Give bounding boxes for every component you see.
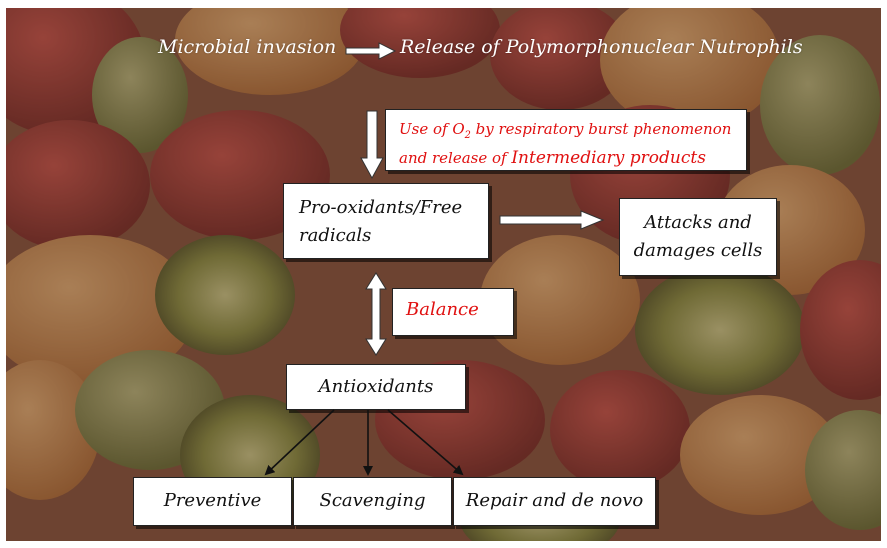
intermediary-products-text: Intermediary products — [511, 148, 706, 168]
repair-label: Repair and de novo — [465, 490, 644, 511]
oxygen-use-line-2: and release of Intermediary products — [399, 147, 746, 169]
prooxidants-box: Pro-oxidants/Free radicals — [283, 183, 489, 259]
branch-arrow-preventive — [264, 409, 335, 476]
oxygen-use-text: Use of O — [399, 120, 465, 138]
prooxidants-line-1: Pro-oxidants/Free — [299, 197, 463, 218]
preventive-label: Preventive — [163, 490, 262, 511]
heading-release-pmn: Release of Polymorphonuclear Nutrophils — [400, 36, 803, 58]
scavenging-box: Scavenging — [293, 477, 452, 526]
oxygen-use-text-suffix: by respiratory burst phenomenon — [470, 120, 732, 138]
balance-box: Balance — [392, 288, 514, 336]
arrow-down-icon — [360, 110, 384, 180]
scavenging-label: Scavenging — [319, 490, 426, 511]
oxygen-use-line2-text: and release of — [399, 149, 512, 167]
heading-microbial-invasion: Microbial invasion — [158, 36, 337, 58]
branch-arrows — [264, 409, 464, 476]
attacks-line-2: damages cells — [633, 240, 763, 261]
arrow-right-icon — [499, 210, 605, 230]
oxygen-use-line-1: Use of O2 by respiratory burst phenomeno… — [399, 118, 746, 147]
balance-label: Balance — [406, 299, 479, 320]
attacks-line-1: Attacks and — [644, 212, 752, 233]
prooxidants-line-2: radicals — [299, 225, 372, 246]
preventive-box: Preventive — [133, 477, 292, 526]
arrow-right-icon — [345, 42, 397, 60]
repair-box: Repair and de novo — [453, 477, 656, 526]
oxygen-use-box: Use of O2 by respiratory burst phenomeno… — [385, 109, 747, 171]
double-arrow-icon — [365, 272, 387, 356]
antioxidants-box: Antioxidants — [286, 364, 466, 410]
branch-arrow-repair — [387, 409, 464, 476]
antioxidants-label: Antioxidants — [318, 376, 434, 397]
oxygen-subscript: 2 — [464, 130, 471, 141]
attacks-box: Attacks and damages cells — [619, 198, 777, 276]
